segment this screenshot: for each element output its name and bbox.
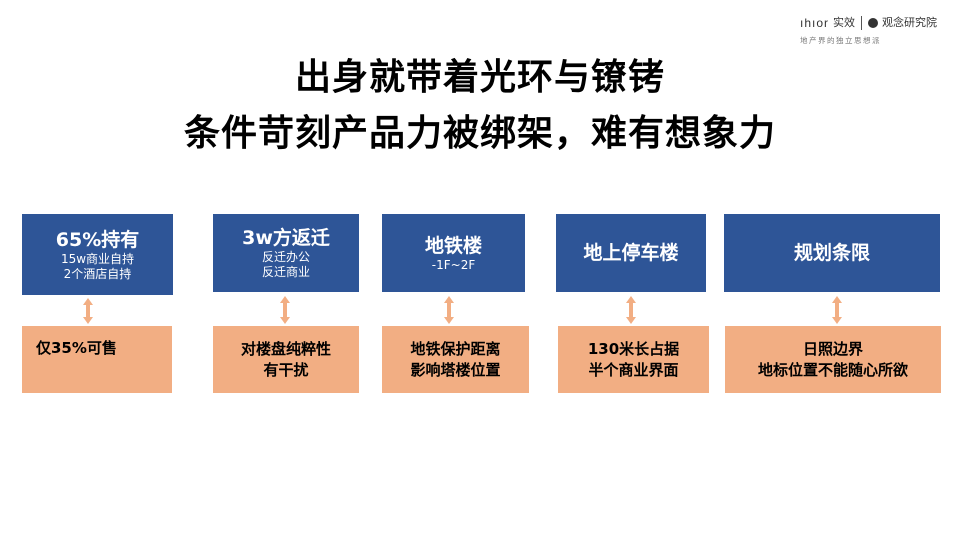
impact-text: 仅35%可售 [36,339,117,357]
factor-detail: 反迁办公 [261,250,310,264]
impact-text: 有干扰 [263,360,309,379]
factor-box-1: 65%持有 15w商业自持 2个酒店自持 [22,214,173,295]
impact-box-3: 地铁保护距离 影响塔楼位置 [382,326,529,393]
factor-title: 65%持有 [55,228,140,251]
factor-detail: 15w商业自持 [60,251,135,266]
impact-text: 半个商业界面 [588,360,679,379]
impact-box-4: 130米长占据 半个商业界面 [558,326,709,393]
logo-tagline: 地产界的独立思想派 [800,36,881,45]
impact-text: 日照边界 [802,339,863,358]
impact-box-1: 仅35%可售 [22,326,172,393]
logo: ıhıor 实效 观念研究院 地产界的独立思想派 [800,16,950,46]
factor-detail: 2个酒店自持 [63,266,132,281]
double-arrow-icon [83,298,93,324]
page-title-line2: 条件苛刻产品力被绑架，难有想象力 [183,113,776,154]
double-arrow-icon [832,296,842,324]
impact-text: 影响塔楼位置 [410,360,501,379]
factor-title: 3w方返迁 [242,227,330,249]
factor-title: 地上停车楼 [583,242,679,264]
factor-box-5: 规划条限 [724,214,940,292]
factor-box-3: 地铁楼 -1F~2F [382,214,525,292]
page-title-line1: 出身就带着光环与镣铐 [294,57,665,98]
partner-logo-icon [868,18,879,28]
logo-divider [861,16,863,30]
double-arrow-icon [280,296,290,324]
double-arrow-icon [444,296,454,324]
logo-brand: ıhıor [800,16,830,30]
impact-text: 地铁保护距离 [410,339,501,358]
logo-brand-cn: 实效 [833,16,856,29]
factor-box-2: 3w方返迁 反迁办公 反迁商业 [213,214,359,292]
factor-title: 规划条限 [793,242,870,264]
double-arrow-icon [626,296,636,324]
factor-title: 地铁楼 [424,234,482,257]
impact-box-5: 日照边界 地标位置不能随心所欲 [725,326,941,393]
logo-partner: 观念研究院 [882,16,938,29]
impact-text: 地标位置不能随心所欲 [757,360,908,379]
impact-text: 130米长占据 [587,339,680,358]
impact-text: 对楼盘纯粹性 [240,339,331,358]
factor-box-4: 地上停车楼 [556,214,706,292]
factor-detail: 反迁商业 [261,265,310,279]
impact-box-2: 对楼盘纯粹性 有干扰 [213,326,359,393]
factor-detail: -1F~2F [431,257,476,272]
